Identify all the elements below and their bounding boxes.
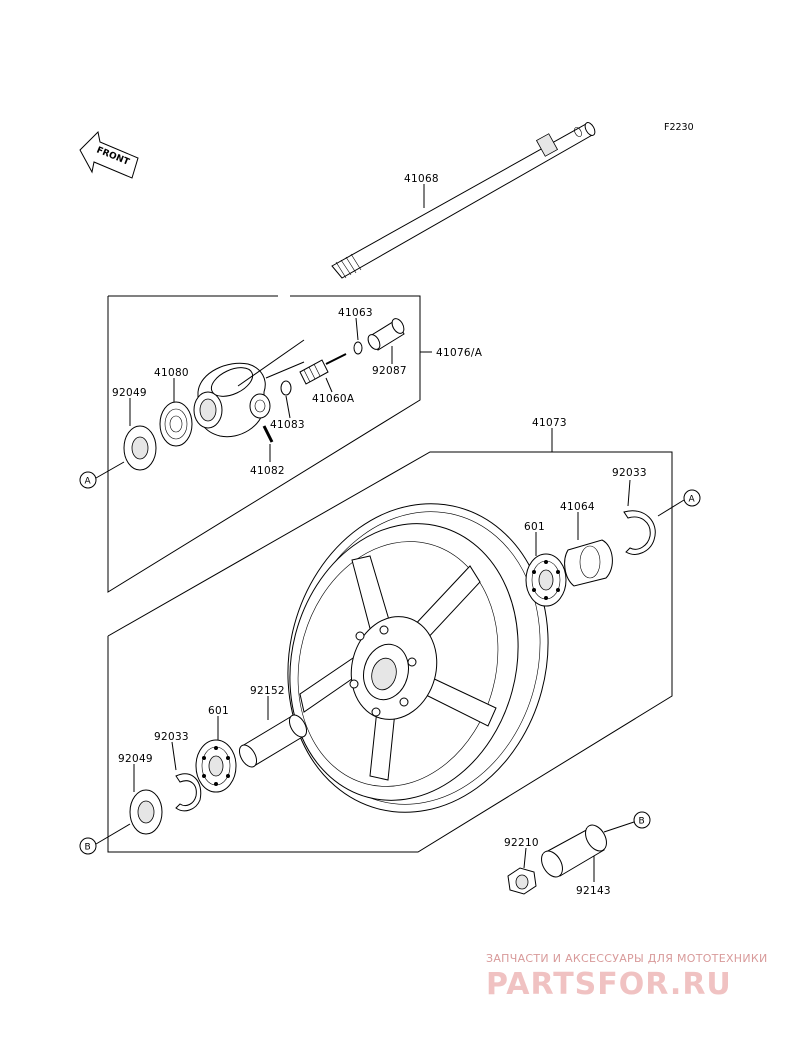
svg-text:B: B: [639, 817, 645, 827]
part-label-92087[interactable]: 92087: [372, 365, 407, 377]
part-label-92033-right[interactable]: 92033: [612, 467, 647, 479]
ref-marker-a-right: A: [683, 489, 701, 507]
bearing-part-left[interactable]: [195, 739, 237, 793]
diagram-code: F2230: [664, 122, 694, 133]
speedometer-drive-gear-part[interactable]: [159, 401, 193, 447]
axle-nut-part-92210[interactable]: [507, 867, 537, 895]
spacer-part-92152[interactable]: [236, 712, 310, 770]
collar-part-92143[interactable]: [537, 821, 611, 880]
part-label-41082[interactable]: 41082: [250, 465, 285, 477]
washer-part-41063[interactable]: [353, 341, 363, 355]
pin-part-41082[interactable]: [262, 425, 274, 443]
circlip-part-left[interactable]: [175, 773, 202, 812]
svg-text:A: A: [85, 477, 92, 487]
assembly-bracket-41076a: [107, 295, 421, 593]
svg-text:B: B: [85, 843, 91, 853]
bearing-part-right[interactable]: [525, 553, 567, 607]
site-watermark-logo: ЗАПЧАСТИ И АКСЕССУАРЫ ДЛЯ МОТОТЕХНИКИ PA…: [486, 952, 768, 1002]
watermark-brand: PARTSFOR.RU: [486, 967, 732, 1002]
wheel-rim-part[interactable]: [254, 474, 582, 842]
sleeve-part-92087[interactable]: [366, 317, 407, 352]
washer-part-41083[interactable]: [280, 380, 292, 396]
ref-marker-b-right: B: [633, 811, 651, 829]
ref-marker-b-left: B: [79, 837, 97, 855]
part-label-92049-bottom[interactable]: 92049: [118, 753, 153, 765]
part-label-92152[interactable]: 92152: [250, 685, 285, 697]
part-label-601-right[interactable]: 601: [524, 521, 545, 533]
watermark-tagline: ЗАПЧАСТИ И АКСЕССУАРЫ ДЛЯ МОТОТЕХНИКИ: [486, 952, 768, 965]
svg-text:A: A: [689, 495, 696, 505]
ref-marker-a-left: A: [79, 471, 97, 489]
collar-part-41064[interactable]: [564, 539, 613, 587]
front-axle-part[interactable]: [331, 121, 597, 279]
part-label-92033-left[interactable]: 92033: [154, 731, 189, 743]
wheel-bracket-41073: [107, 451, 673, 853]
part-label-92049-top[interactable]: 92049: [112, 387, 147, 399]
inner-gear-part[interactable]: [249, 393, 271, 419]
oil-seal-part-top[interactable]: [123, 425, 157, 471]
front-arrow-icon: FRONT: [79, 130, 139, 179]
part-label-41064[interactable]: 41064: [560, 501, 595, 513]
part-label-601-left[interactable]: 601: [208, 705, 229, 717]
part-label-92210[interactable]: 92210: [504, 837, 539, 849]
circlip-part-right[interactable]: [623, 510, 656, 555]
speedometer-gear-housing-part[interactable]: [193, 362, 266, 438]
part-label-41083[interactable]: 41083: [270, 419, 305, 431]
part-label-41063[interactable]: 41063: [338, 307, 373, 319]
oil-seal-part-bottom[interactable]: [129, 789, 163, 835]
part-label-41068[interactable]: 41068: [404, 173, 439, 185]
part-label-92143[interactable]: 92143: [576, 885, 611, 897]
part-label-41076a[interactable]: 41076/A: [436, 347, 483, 359]
part-label-41073[interactable]: 41073: [532, 417, 567, 429]
part-label-41080[interactable]: 41080: [154, 367, 189, 379]
pinion-gear-part[interactable]: [299, 353, 347, 385]
part-label-41060a[interactable]: 41060A: [312, 393, 355, 405]
